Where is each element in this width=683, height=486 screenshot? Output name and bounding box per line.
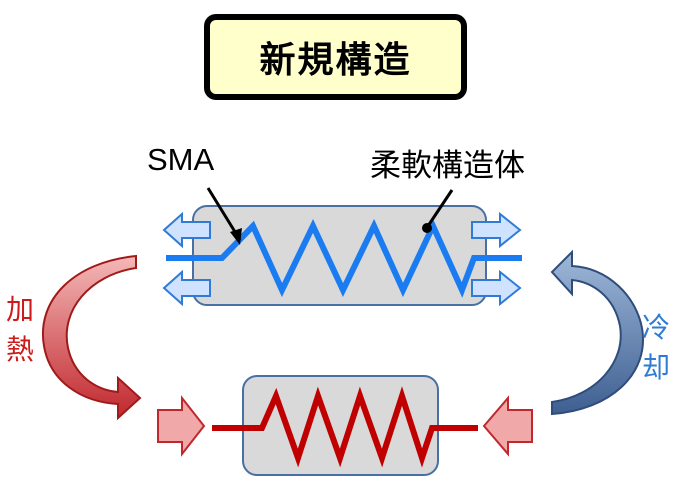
cooling-char-1: 冷: [642, 311, 671, 344]
upper-sma-spring: [166, 218, 522, 298]
heating-char-2: 熱: [6, 333, 35, 366]
cooling-arrow: [550, 249, 645, 416]
cooling-label: 冷 却: [642, 308, 670, 388]
right-outward-arrows: [471, 211, 522, 307]
title-box: 新規構造: [204, 14, 467, 100]
heating-char-1: 加: [6, 293, 35, 326]
sma-label: SMA: [147, 142, 215, 177]
flexible-structure-label: 柔軟構造体: [370, 148, 525, 184]
diagram-title: 新規構造: [208, 18, 463, 96]
left-outward-arrows: [162, 211, 211, 307]
lower-sma-spring: [212, 386, 478, 468]
upper-flexible-body: [192, 205, 487, 306]
flexible-pointer: [426, 189, 454, 227]
right-inward-arrow: [482, 395, 533, 457]
cooling-char-2: 却: [642, 351, 671, 384]
sma-pointer-head: [230, 228, 242, 245]
heating-arrow: [41, 254, 142, 421]
heating-label: 加 熱: [6, 290, 34, 370]
left-inward-arrow: [157, 395, 206, 457]
flexible-pointer-dot: [422, 223, 432, 233]
